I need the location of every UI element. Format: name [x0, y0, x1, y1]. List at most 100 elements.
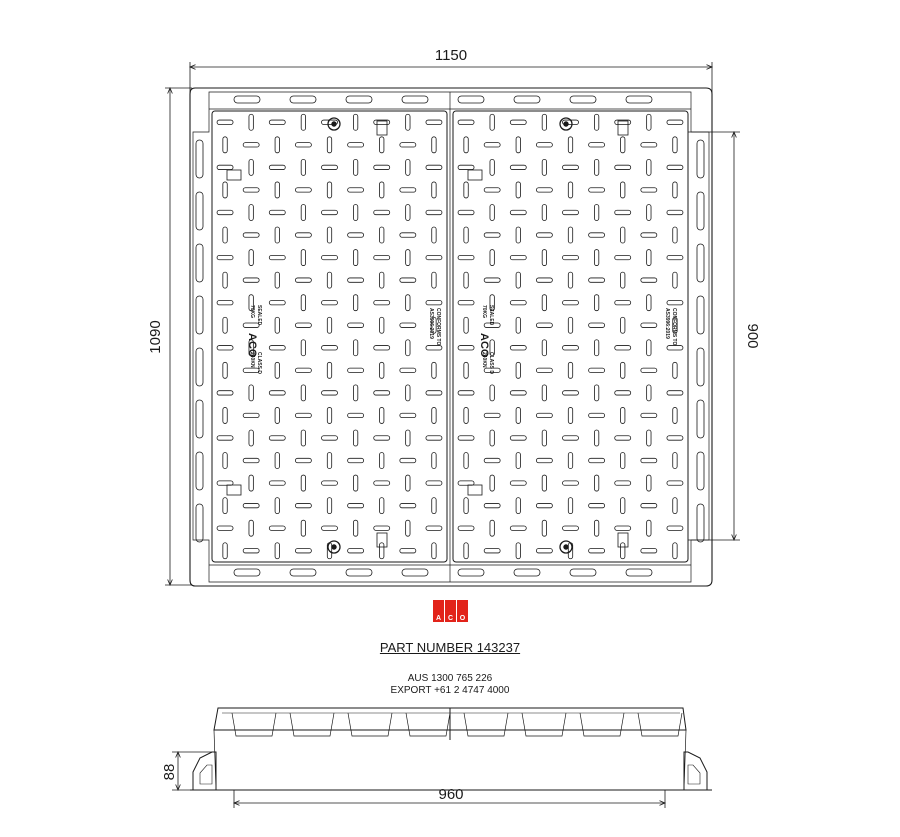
marking-rating: 240KN — [249, 352, 255, 368]
logo-letter: C — [448, 615, 453, 622]
tread-slot — [666, 390, 684, 396]
tread-slot — [463, 497, 469, 515]
tread-slot — [509, 345, 527, 351]
tread-slot — [666, 254, 684, 261]
tread-slot — [321, 254, 338, 261]
tread-slot — [379, 136, 385, 154]
frame-slot — [195, 295, 204, 335]
tread-slot — [489, 113, 495, 131]
tread-slot — [672, 136, 678, 154]
tread-slot — [567, 226, 574, 244]
tread-slot — [399, 412, 417, 419]
tread-slot — [509, 435, 527, 441]
tread-slot — [379, 181, 385, 199]
tread-slot — [646, 204, 652, 221]
tread-slot — [646, 519, 652, 537]
tread-slot — [405, 204, 411, 221]
tread-slot — [405, 249, 411, 266]
side-height-dimension: 88 — [161, 752, 212, 790]
logo-block-a — [433, 600, 444, 622]
rib — [405, 712, 451, 737]
tread-slot — [399, 232, 417, 238]
lifting-keyholes — [327, 117, 573, 554]
tread-slot — [640, 412, 658, 419]
part-number: PART NUMBER 143237 — [0, 640, 900, 655]
tread-slot — [347, 367, 365, 373]
frame-slot — [195, 347, 204, 387]
tread-slot — [463, 316, 469, 334]
socket — [376, 120, 388, 136]
rib — [289, 712, 335, 737]
tread-slot — [242, 187, 260, 193]
tread-slot — [646, 429, 652, 447]
marking-class: CLASS D — [488, 352, 494, 374]
tread-slot — [268, 164, 286, 170]
tread-slot — [425, 164, 443, 170]
grate-pattern — [216, 113, 684, 560]
tread-slot — [463, 542, 469, 560]
frame-slot — [625, 568, 653, 577]
tread-slot — [248, 249, 254, 266]
tread-slot — [216, 390, 234, 396]
grate-plates — [211, 110, 689, 563]
tread-slot — [321, 390, 338, 396]
tread-slot — [216, 435, 234, 441]
tread-slot — [268, 119, 286, 125]
tread-slot — [672, 361, 678, 379]
tread-slot — [463, 226, 469, 244]
tread-slot — [222, 452, 228, 469]
tread-slot — [541, 384, 547, 402]
tread-slot — [405, 339, 411, 357]
tread-slot — [620, 407, 626, 424]
tread-slot — [509, 254, 527, 261]
frame-slot — [345, 568, 373, 577]
frame-slot — [289, 95, 317, 104]
tread-slot — [594, 158, 600, 176]
tread-slot — [268, 209, 286, 216]
tread-slot — [541, 429, 547, 447]
tread-slot — [248, 339, 254, 357]
tread-slot — [535, 412, 553, 419]
frame-slot — [696, 191, 705, 231]
tread-slot — [463, 361, 469, 379]
tread-slot — [535, 142, 553, 148]
tread-slot — [515, 542, 521, 560]
tread-slot — [567, 361, 574, 379]
tread-slot — [222, 407, 228, 424]
tread-slot — [347, 322, 365, 328]
tread-slot — [672, 407, 678, 424]
tread-slot — [379, 542, 385, 560]
tread-slot — [294, 232, 312, 238]
tread-slot — [268, 254, 286, 261]
inner-dimension: 900 — [688, 132, 761, 540]
tread-slot — [567, 407, 574, 424]
frame-slot — [696, 243, 705, 283]
tread-slot — [672, 542, 678, 560]
tread-slot — [535, 277, 553, 283]
tread-slot — [399, 457, 417, 464]
tread-slot — [373, 345, 391, 351]
tread-slot — [326, 361, 333, 379]
tread-slot — [379, 497, 385, 515]
side-elevation — [190, 707, 712, 791]
tread-slot — [321, 525, 338, 531]
rib — [521, 712, 567, 737]
marking-brand: ACO — [478, 333, 490, 358]
tread-slot — [242, 277, 260, 283]
tread-slot — [620, 136, 626, 154]
tread-slot — [222, 181, 228, 199]
tread-slot — [535, 232, 553, 238]
tread-slot — [562, 164, 579, 170]
tread-slot — [562, 480, 579, 486]
tread-slot — [509, 525, 527, 531]
tread-slot — [483, 142, 501, 148]
tread-slot — [588, 503, 606, 509]
tread-slot — [620, 271, 626, 289]
tread-slot — [640, 187, 658, 193]
tread-slot — [274, 361, 280, 379]
tread-slot — [353, 474, 359, 492]
tread-slot — [483, 232, 501, 238]
frame-slot — [401, 568, 429, 577]
tread-slot — [321, 300, 338, 306]
tread-slot — [248, 113, 254, 131]
